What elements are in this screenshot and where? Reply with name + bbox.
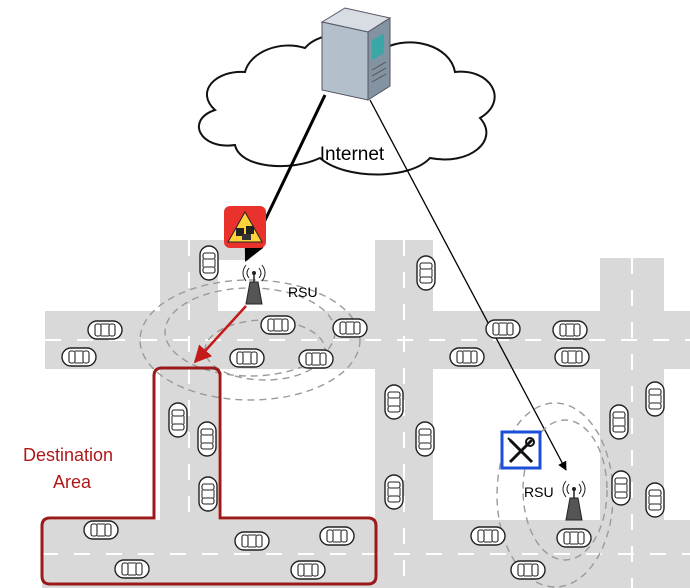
car-icon [332, 318, 368, 338]
car-icon [556, 528, 592, 548]
rsu-right-antenna-icon [562, 480, 586, 521]
car-icon [298, 349, 334, 369]
road-network [42, 240, 690, 588]
car-icon [198, 476, 218, 512]
car-icon [470, 526, 506, 546]
car-icon [229, 348, 265, 368]
car-icon [416, 255, 436, 291]
car-icon [197, 421, 217, 457]
server-icon [320, 7, 392, 101]
car-icon [645, 381, 665, 417]
rsu-left-antenna-icon [242, 264, 266, 305]
destination-label-line1: Destination [23, 445, 113, 465]
car-icon [645, 482, 665, 518]
car-icon [554, 347, 590, 367]
car-icon [415, 421, 435, 457]
destination-area-outline [40, 366, 378, 586]
car-icon [510, 560, 546, 580]
car-icon [87, 320, 123, 340]
car-icon [449, 347, 485, 367]
car-icon [168, 402, 188, 438]
car-icon [260, 315, 296, 335]
car-icon [384, 474, 404, 510]
car-icon [234, 531, 270, 551]
car-icon [552, 320, 588, 340]
traffic-jam-warning-icon [224, 206, 266, 248]
arrow-rsu-to-destination [193, 305, 247, 364]
car-icon [61, 347, 97, 367]
car-icon [319, 526, 355, 546]
car-icon [485, 319, 521, 339]
arrow-server-to-rsu-right [369, 99, 567, 471]
car-icon [611, 470, 631, 506]
car-icon [199, 245, 219, 281]
car-icon [384, 384, 404, 420]
car-icon [609, 404, 629, 440]
restaurant-icon [500, 430, 542, 470]
lane-markings [42, 240, 690, 588]
destination-label-line2: Area [53, 472, 92, 492]
car-icon [83, 520, 119, 540]
rsu-right-label: RSU [524, 484, 554, 500]
rsu-left-label: RSU [288, 284, 318, 300]
internet-label: Internet [320, 144, 385, 165]
car-icon [290, 560, 326, 580]
car-icon [114, 559, 150, 579]
